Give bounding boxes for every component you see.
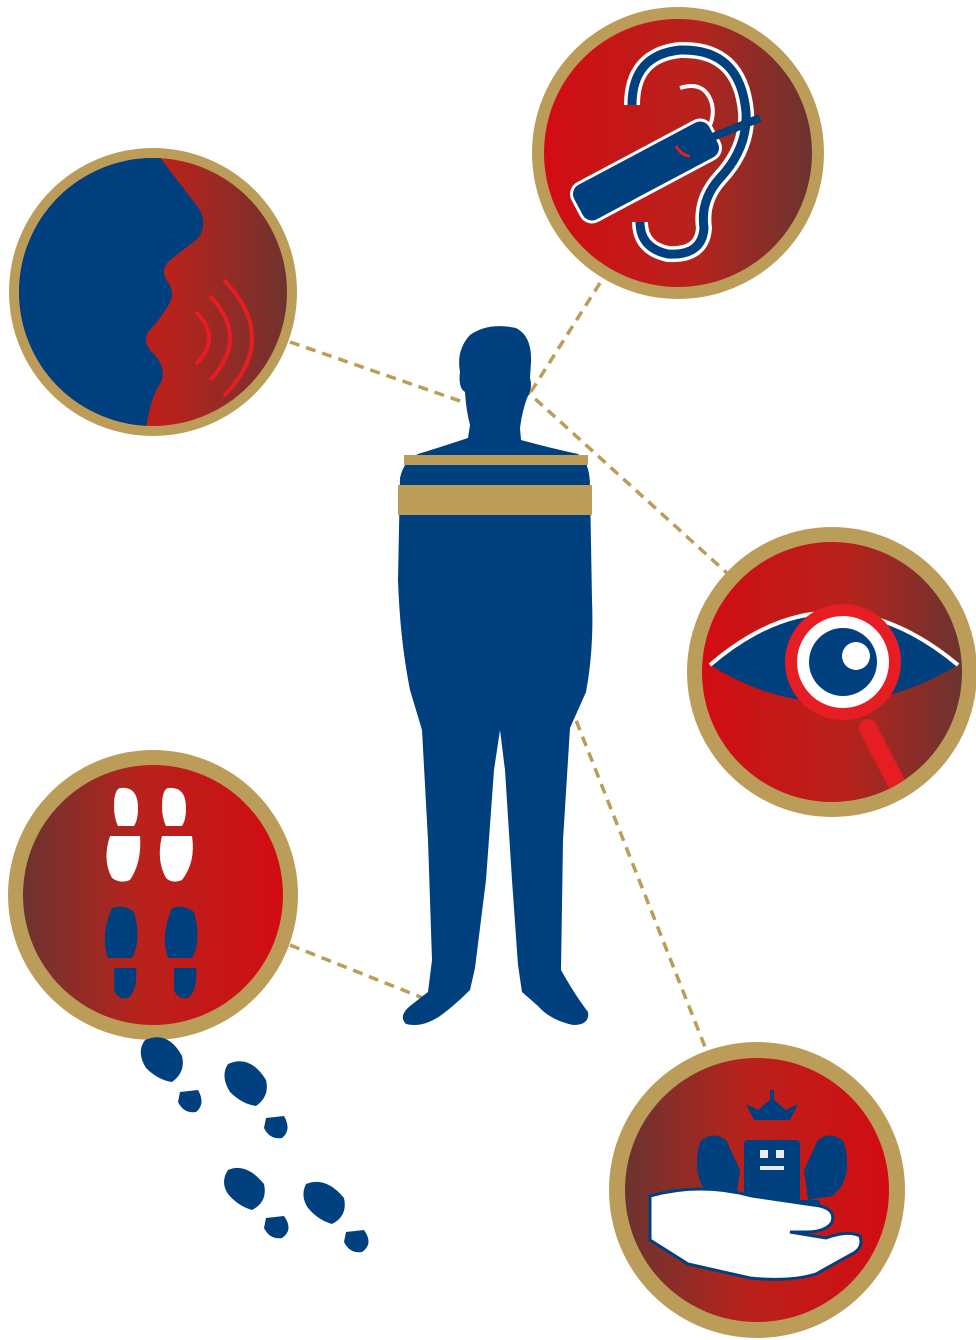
shirt-stripe-bottom bbox=[398, 485, 592, 515]
connector-protection bbox=[570, 705, 707, 1052]
ear-headset-icon bbox=[532, 7, 824, 299]
eye-magnifier-icon bbox=[687, 527, 976, 817]
footprint-trail bbox=[141, 1037, 369, 1252]
speaking-face-icon bbox=[9, 148, 297, 436]
footprints-icon bbox=[8, 750, 298, 1040]
connector-hearing bbox=[527, 283, 600, 398]
person-silhouette bbox=[398, 326, 592, 1025]
shirt-stripe-top bbox=[404, 455, 588, 465]
connector-tracking bbox=[290, 945, 428, 1000]
hand-coat-of-arms-icon bbox=[609, 1042, 905, 1338]
